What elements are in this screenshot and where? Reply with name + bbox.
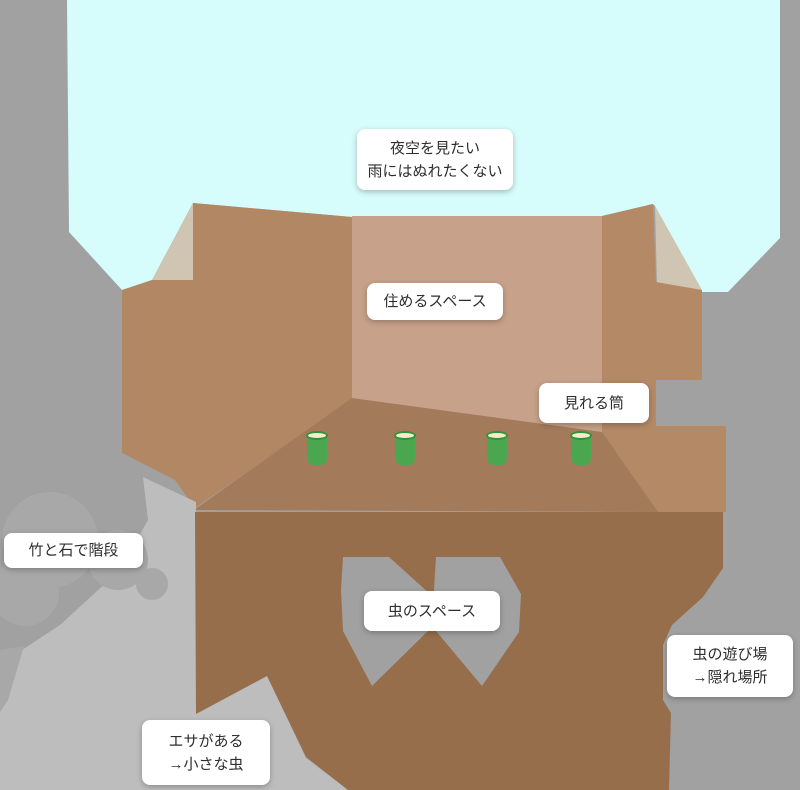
house-left-wall <box>122 203 352 508</box>
label-stairs: 竹と石で階段 <box>4 533 143 568</box>
label-night-sky-line2: 雨にはぬれたくない <box>367 162 503 180</box>
label-food-line1: エサがある <box>168 732 244 750</box>
label-playground: 虫の遊び場 →隠れ場所 <box>667 635 793 697</box>
bamboo-tube <box>486 431 508 465</box>
right-wall-opening <box>656 380 726 426</box>
label-viewing-tube-line1: 見れる筒 <box>563 394 624 412</box>
label-food-line2: →小さな虫 <box>168 755 244 773</box>
label-viewing-tube: 見れる筒 <box>539 383 649 423</box>
roof-corner-right <box>655 206 702 290</box>
bamboo-tube-opening <box>486 431 508 440</box>
house-right-wall <box>602 204 726 512</box>
bamboo-tube <box>570 431 592 465</box>
bottom-left-gray-corner <box>0 646 24 712</box>
label-night-sky: 夜空を見たい 雨にはぬれたくない <box>357 129 513 190</box>
house-back-wall <box>352 216 602 433</box>
bamboo-tube <box>306 431 328 465</box>
house-floor <box>194 398 658 512</box>
label-playground-line1: 虫の遊び場 <box>692 646 768 663</box>
label-insect-space: 虫のスペース <box>364 591 500 631</box>
bamboo-tube <box>394 431 416 465</box>
label-playground-line2: →隠れ場所 <box>692 669 768 686</box>
label-living-space-line1: 住めるスペース <box>383 293 487 310</box>
label-insect-space-line1: 虫のスペース <box>387 602 477 620</box>
label-living-space: 住めるスペース <box>367 283 503 320</box>
label-night-sky-line1: 夜空を見たい <box>389 139 480 157</box>
stairs-path-area <box>0 477 348 790</box>
bamboo-tube-opening <box>570 431 592 440</box>
bamboo-tube-opening <box>306 431 328 440</box>
label-stairs-line1: 竹と石で階段 <box>28 542 119 559</box>
bamboo-tube-opening <box>394 431 416 440</box>
label-food: エサがある →小さな虫 <box>142 720 270 785</box>
roof-corner-left <box>152 203 193 280</box>
